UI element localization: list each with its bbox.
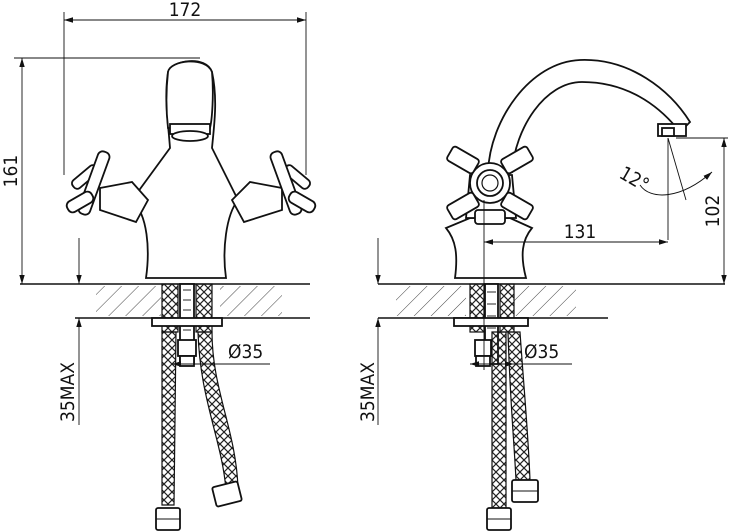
side-reach-dimension: 131 [483,200,668,370]
front-hoses [155,331,243,531]
side-hoses [486,331,539,531]
side-view: 12° 131 102 35MAX Ø35 [357,59,728,531]
side-thickness-dimension: 35MAX [357,238,381,425]
side-hole-dimension: Ø35 [470,341,572,367]
front-view: 172 161 35MAX Ø35 [0,0,317,531]
front-width-label: 172 [169,0,202,21]
front-height-dimension: 161 [0,57,200,284]
side-faucet-body [444,59,692,279]
side-reach-label: 131 [564,221,597,243]
side-thickness-label: 35MAX [357,362,379,422]
side-spout-height-label: 102 [702,195,724,228]
front-width-dimension: 172 [63,0,307,175]
front-hole-dimension: Ø35 [172,341,270,367]
front-thickness-dimension: 35MAX [57,238,82,425]
side-angle-indicator: 12° [616,137,713,240]
front-countertop [20,283,310,319]
front-height-label: 161 [0,155,22,188]
front-hole-label: Ø35 [228,341,263,363]
front-faucet-body [65,60,317,279]
side-countertop [378,283,725,319]
side-hole-label: Ø35 [524,341,559,363]
side-spout-height-dimension: 102 [676,137,728,284]
front-thickness-label: 35MAX [57,362,79,422]
